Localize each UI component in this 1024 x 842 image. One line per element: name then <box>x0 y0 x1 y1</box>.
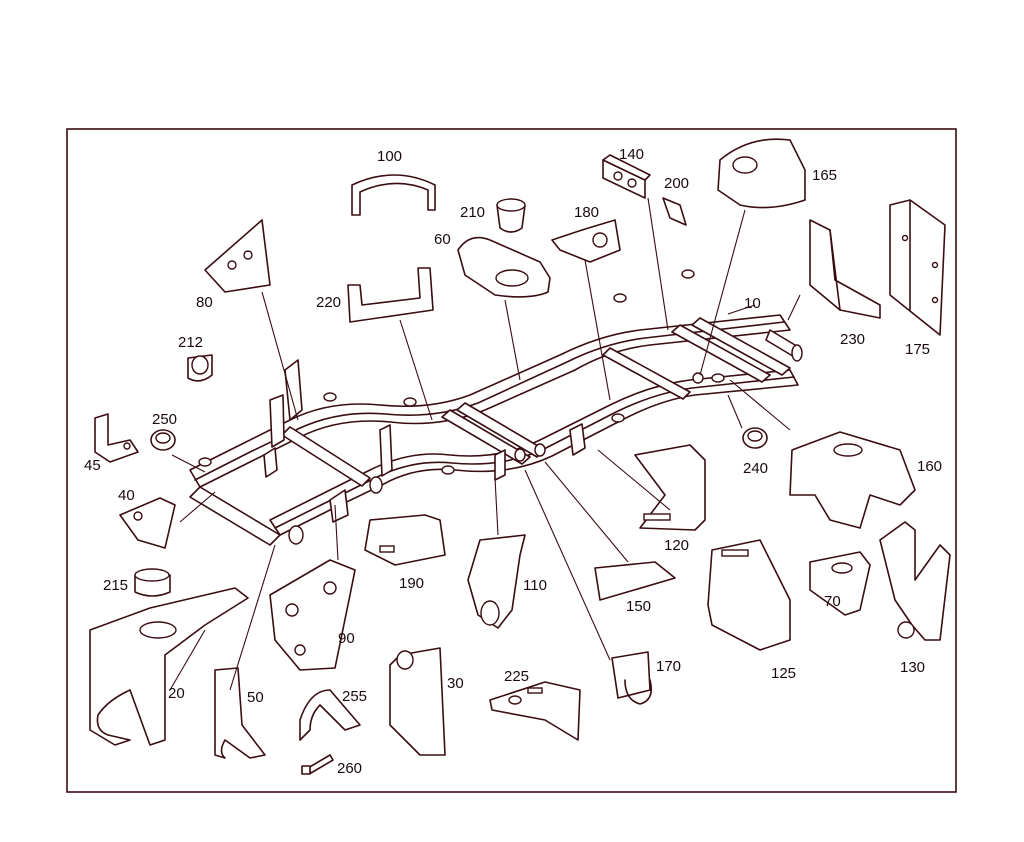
part-80-gusset <box>204 219 271 293</box>
callout-90: 90 <box>338 630 355 647</box>
part-150-plate <box>594 561 676 601</box>
part-220-bracket <box>347 267 434 323</box>
callout-215: 215 <box>103 577 128 594</box>
callout-240: 240 <box>743 460 768 477</box>
part-200-clip <box>662 197 687 226</box>
part-250-grommet <box>150 429 176 451</box>
part-175-plate <box>889 199 946 336</box>
callout-175: 175 <box>905 341 930 358</box>
part-50-tow-hook <box>214 667 266 759</box>
part-10-chassis-frame <box>189 269 803 546</box>
callout-140: 140 <box>619 146 644 163</box>
callout-80: 80 <box>196 294 213 311</box>
callout-labels: 10 20 30 40 45 50 60 70 80 90 100 110 12… <box>84 146 942 777</box>
callout-60: 60 <box>434 231 451 248</box>
callout-230: 230 <box>840 331 865 348</box>
callout-200: 200 <box>664 175 689 192</box>
part-240-grommet <box>742 427 768 449</box>
callout-220: 220 <box>316 294 341 311</box>
part-20-tow-bracket <box>89 587 249 746</box>
callout-165: 165 <box>812 167 837 184</box>
callout-190: 190 <box>399 575 424 592</box>
part-120-bracket <box>634 444 706 531</box>
callout-70: 70 <box>824 593 841 610</box>
part-70-bracket <box>809 551 871 616</box>
part-230-bracket <box>809 219 881 319</box>
part-210-bush <box>496 198 526 233</box>
part-215-bush <box>134 568 171 597</box>
callout-180: 180 <box>574 204 599 221</box>
callout-110: 110 <box>523 577 547 594</box>
part-170-bracket <box>611 651 653 705</box>
part-60-mount <box>457 236 551 298</box>
callout-130: 130 <box>900 659 925 676</box>
part-225-bracket <box>489 681 581 741</box>
part-190-plate <box>364 514 446 566</box>
diagram-border <box>66 128 957 793</box>
part-100-clamp <box>351 174 436 216</box>
callout-40: 40 <box>118 487 135 504</box>
callout-20: 20 <box>168 685 185 702</box>
part-40-bracket <box>119 497 176 549</box>
callout-150: 150 <box>626 598 651 615</box>
callout-250: 250 <box>152 411 177 428</box>
callout-260: 260 <box>337 760 362 777</box>
leader-lines <box>169 197 801 691</box>
part-140-bracket <box>602 154 651 199</box>
callout-225: 225 <box>504 668 529 685</box>
part-45-bracket <box>94 413 139 463</box>
callout-212: 212 <box>178 334 203 351</box>
part-165-mount-cup <box>717 138 806 209</box>
callout-100: 100 <box>377 148 402 165</box>
callout-50: 50 <box>247 689 264 706</box>
callout-45: 45 <box>84 457 101 474</box>
part-125-bracket <box>707 539 791 651</box>
part-260-bolt <box>301 754 334 775</box>
part-110-mount <box>467 534 526 629</box>
callout-210: 210 <box>460 204 485 221</box>
part-160-mount <box>789 431 916 529</box>
callout-255: 255 <box>342 688 367 705</box>
callout-170: 170 <box>656 658 681 675</box>
callout-120: 120 <box>664 537 689 554</box>
callout-30: 30 <box>447 675 464 692</box>
part-255-clip <box>299 689 361 741</box>
part-30-mount <box>389 647 446 756</box>
callout-10: 10 <box>744 295 761 312</box>
callout-125: 125 <box>771 665 796 682</box>
callout-160: 160 <box>917 458 942 475</box>
part-180-bracket <box>551 219 621 263</box>
part-90-bracket <box>269 559 356 671</box>
part-130-spring-bracket <box>879 521 951 641</box>
part-212-bush <box>187 354 213 382</box>
